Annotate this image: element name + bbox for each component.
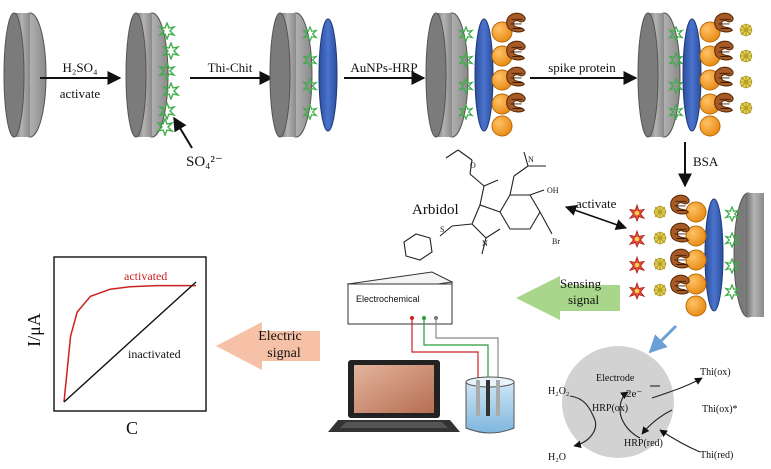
laptop-icon — [328, 360, 460, 432]
sulfate-pointer-arrow — [173, 116, 193, 149]
thi-ox-star-label: Thi(ox)* — [702, 404, 738, 415]
electrode-stage-2 — [125, 12, 179, 138]
gold-nanoparticles — [491, 21, 513, 137]
thi-chit-layer — [318, 18, 338, 132]
electrons-label: 2e⁻ — [626, 388, 642, 400]
electrode-stage-3 — [269, 12, 338, 138]
electrode-stage-1 — [3, 12, 47, 138]
electrode-stage-6 — [629, 192, 764, 318]
h2o2-label: H₂O₂ — [548, 386, 569, 397]
step3-reagent: AuNPs-HRP — [350, 60, 417, 75]
thi-ox-label: Thi(ox) — [700, 367, 731, 378]
atom-n1: N — [528, 155, 534, 164]
step1-action: activate — [60, 86, 101, 101]
instrument-label: Electrochemical — [356, 294, 420, 304]
mechanism-panel — [562, 346, 703, 458]
inactivated-label: inactivated — [128, 347, 181, 361]
step5-reagent: BSA — [693, 154, 719, 169]
drug-action: activate — [576, 196, 617, 211]
step1-reagent: H₂SO₄ — [62, 60, 98, 75]
atom-o: O — [470, 161, 476, 170]
electric-signal-line2: signal — [267, 346, 301, 361]
spike-proteins — [739, 23, 753, 115]
electrode-stage-4 — [425, 12, 526, 138]
hrp-red-label: HRP(red) — [624, 438, 663, 449]
h2o-label: H₂O — [548, 452, 566, 463]
sensing-signal-line1: Sensing — [560, 276, 602, 291]
electric-signal-line1: Electric — [258, 329, 302, 344]
plot-frame — [53, 256, 207, 412]
electric-signal-arrow — [216, 322, 320, 370]
step2-reagent: Thi-Chit — [208, 60, 253, 75]
thi-red-label: Thi(red) — [700, 450, 733, 461]
activate-arrow — [564, 205, 628, 230]
arbidol-molecules — [629, 204, 645, 300]
atom-oh: OH — [547, 186, 559, 195]
arbidol-structure — [403, 149, 553, 261]
drug-name: Arbidol — [412, 202, 459, 218]
atom-n2: N — [482, 239, 488, 248]
plot-ylabel: I/μA — [24, 313, 44, 347]
sulfate-label: SO₄²⁻ — [186, 154, 223, 170]
activated-label: activated — [124, 269, 167, 283]
mechanism-arrow — [648, 324, 678, 354]
step4-reagent: spike protein — [548, 60, 616, 75]
calibration-plot — [53, 256, 207, 412]
electrolytic-cell — [465, 376, 515, 434]
activated-curve — [63, 284, 196, 403]
wire-leads — [410, 316, 499, 386]
electrode-label: Electrode — [596, 373, 635, 384]
sensing-signal-line2: signal — [568, 292, 599, 307]
atom-s: S — [440, 225, 444, 234]
plot-xlabel: C — [126, 418, 138, 438]
electrode-stage-5 — [637, 12, 753, 138]
hrp-ox-label: HRP(ox) — [592, 403, 628, 414]
inactivated-curve — [63, 281, 197, 403]
sensing-signal-arrow — [516, 276, 620, 320]
atom-br: Br — [552, 237, 560, 246]
